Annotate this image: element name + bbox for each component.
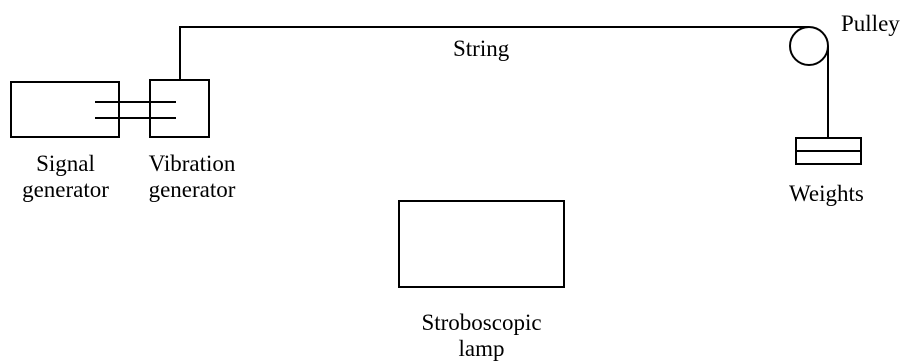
vibration-generator-label: Vibration generator <box>133 151 251 203</box>
stroboscopic-lamp-box <box>398 200 565 288</box>
signal-generator-label-line1: Signal <box>36 151 95 176</box>
weights-label: Weights <box>789 181 864 206</box>
signal-generator-box <box>10 81 120 138</box>
signal-generator-label: Signal generator <box>8 151 123 203</box>
stroboscopic-lamp-label-line1: Stroboscopic <box>421 310 542 335</box>
vibration-generator-label-line1: Vibration <box>148 151 236 176</box>
stroboscopic-lamp-label-line2: lamp <box>458 336 505 361</box>
weight-upper <box>795 137 862 152</box>
string <box>179 26 809 80</box>
stroboscopic-lamp-label: Stroboscopic lamp <box>399 310 564 362</box>
string-label: String <box>453 36 510 61</box>
vibration-generator-box <box>149 79 210 138</box>
signal-generator-label-line2: generator <box>22 177 109 202</box>
pulley-label: Pulley <box>841 11 900 36</box>
vibration-generator-label-line2: generator <box>148 177 236 202</box>
weight-lower <box>795 150 862 165</box>
pulley <box>789 26 829 66</box>
